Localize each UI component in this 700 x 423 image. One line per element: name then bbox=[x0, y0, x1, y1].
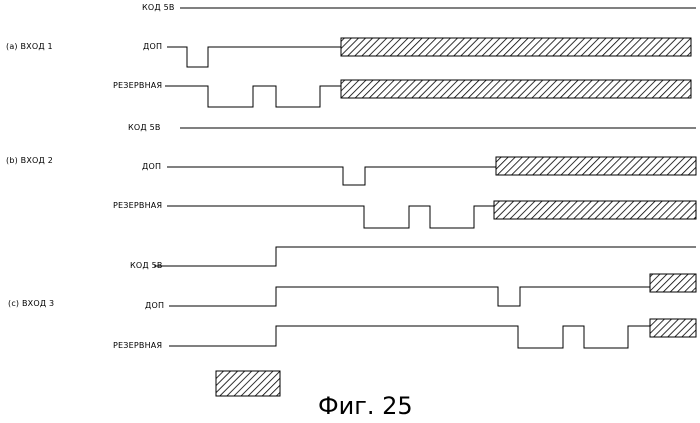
figure-caption: Фиг. 25 bbox=[318, 392, 413, 420]
group-c-reserve-hatched-block bbox=[650, 319, 696, 337]
group-a-waveforms bbox=[165, 8, 696, 107]
group-a-dop-label: ДОП bbox=[143, 42, 162, 52]
group-a-dop-hatched-block bbox=[341, 38, 691, 56]
group-b-reserve-hatched-block bbox=[494, 201, 696, 219]
group-b-waveforms bbox=[167, 128, 696, 228]
group-c-reserve-waveform bbox=[169, 326, 650, 348]
group-b-dop-hatched-block bbox=[496, 157, 696, 175]
group-b-reserve-label: РЕЗЕРВНАЯ bbox=[113, 201, 162, 211]
group-b-label: (b) ВХОД 2 bbox=[6, 156, 53, 166]
group-a-kod5v-label: КОД 5В bbox=[142, 3, 175, 13]
group-c-reserve-label: РЕЗЕРВНАЯ bbox=[113, 341, 162, 351]
group-b-reserve-waveform bbox=[167, 206, 494, 228]
group-b-kod5v-label: КОД 5В bbox=[128, 123, 161, 133]
group-c-kod5v-label: КОД 5В bbox=[130, 261, 163, 271]
group-a-reserve-label: РЕЗЕРВНАЯ bbox=[113, 81, 162, 91]
group-c-dop-label: ДОП bbox=[145, 301, 164, 311]
hatched-legend-swatch bbox=[216, 371, 280, 396]
group-b-dop-waveform bbox=[167, 167, 496, 185]
group-c-dop-waveform bbox=[169, 287, 650, 306]
group-a-dop-waveform bbox=[167, 47, 341, 67]
group-b-dop-label: ДОП bbox=[142, 162, 161, 172]
group-c-label: (c) ВХОД 3 bbox=[8, 299, 54, 309]
group-a-reserve-waveform bbox=[165, 86, 341, 107]
group-a-label: (a) ВХОД 1 bbox=[6, 42, 53, 52]
group-c-kod5v-waveform bbox=[154, 247, 696, 266]
group-c-dop-hatched-block bbox=[650, 274, 696, 292]
group-c-waveforms bbox=[154, 247, 696, 348]
group-a-reserve-hatched-block bbox=[341, 80, 691, 98]
